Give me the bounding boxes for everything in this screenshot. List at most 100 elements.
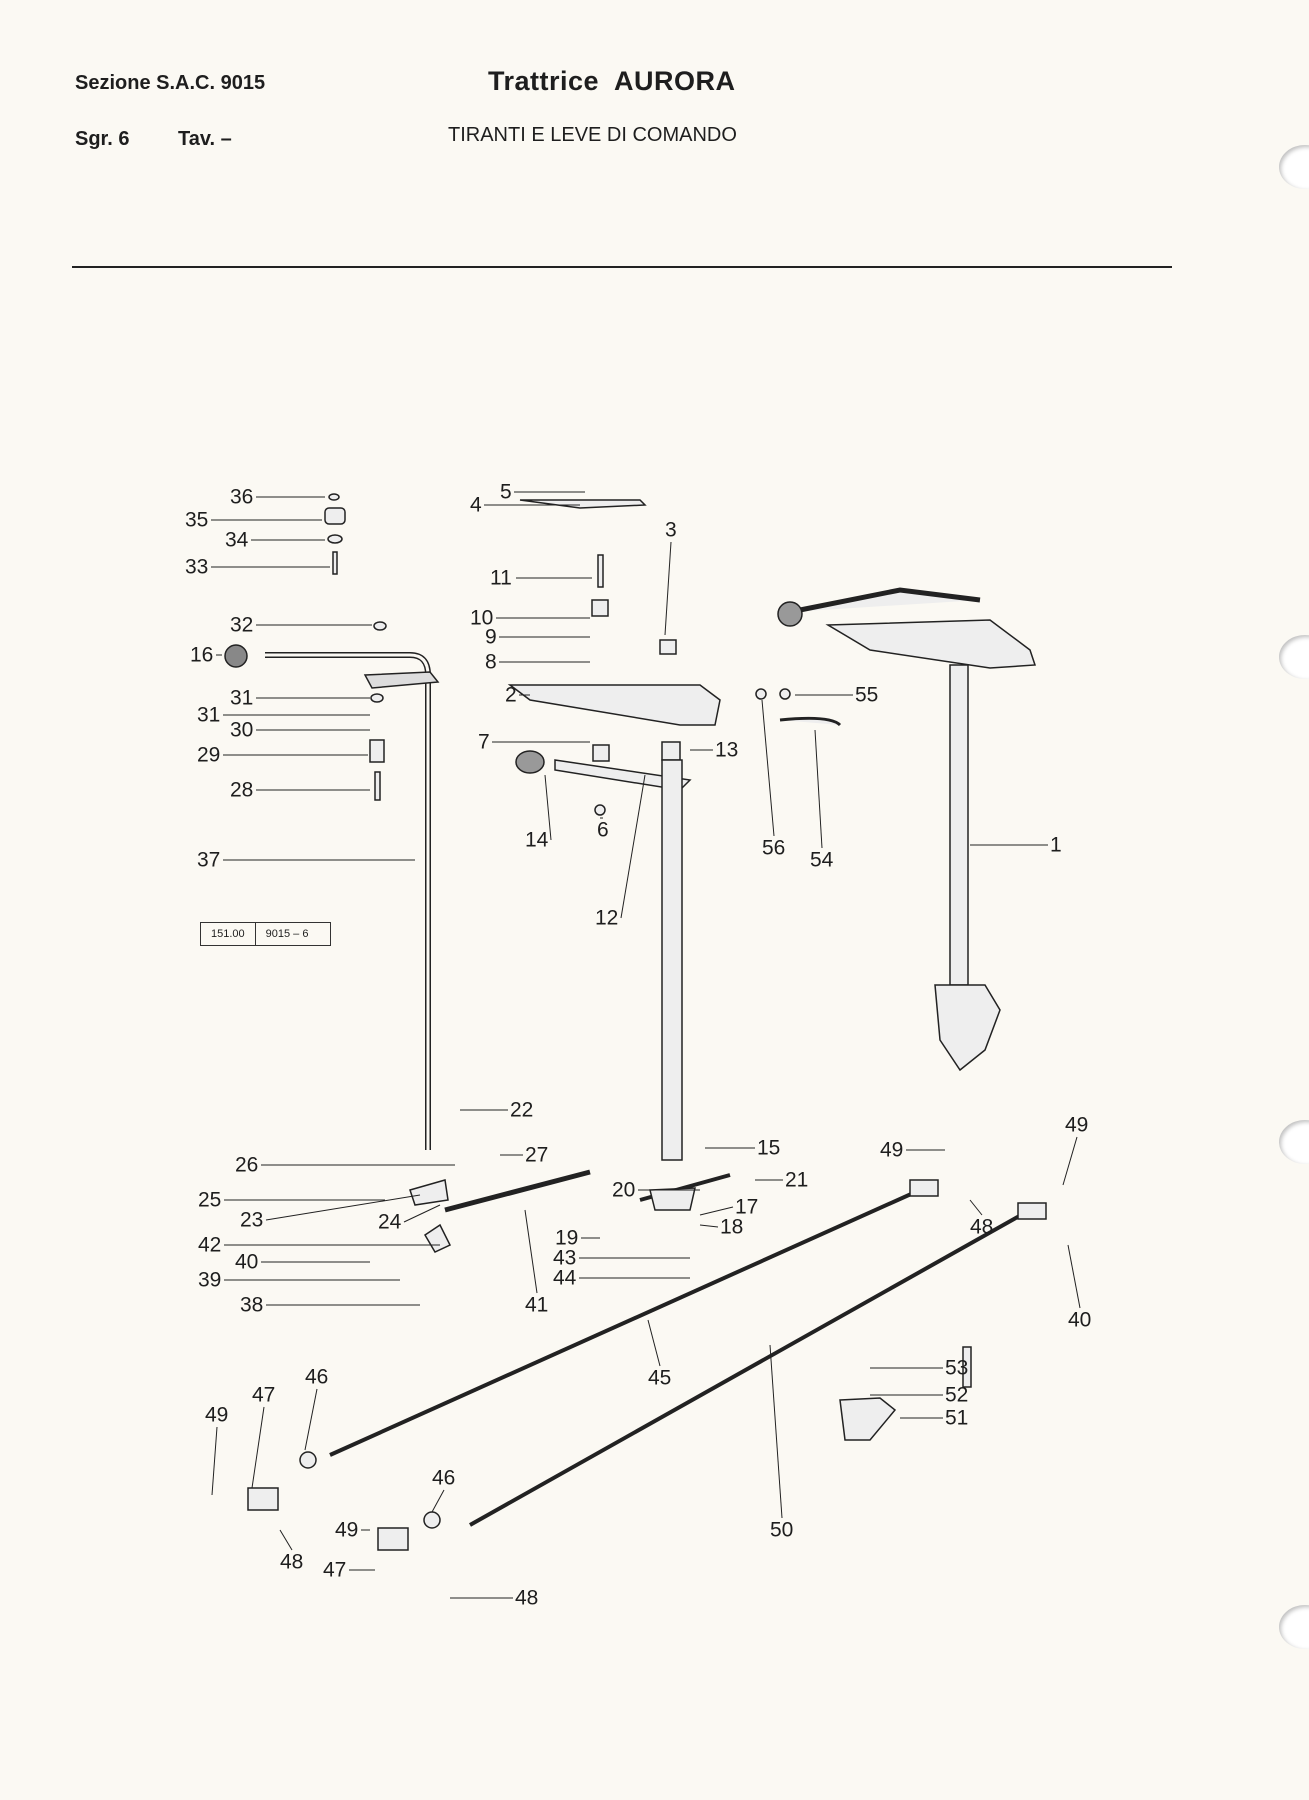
callout-53: 53	[945, 1356, 969, 1380]
callout-7: 7	[478, 730, 490, 754]
callout-24: 24	[378, 1210, 402, 1234]
table-label: Tav. –	[178, 128, 232, 150]
leader-line-54	[814, 729, 823, 849]
callout-18: 18	[720, 1215, 744, 1239]
callout-22: 22	[510, 1098, 534, 1122]
knob-16	[224, 644, 248, 668]
callout-34: 34	[225, 528, 249, 552]
callout-10: 10	[470, 606, 494, 630]
callout-50: 50	[770, 1518, 794, 1542]
callout-40: 40	[1068, 1308, 1092, 1332]
callout-43: 43	[553, 1246, 577, 1270]
rod-37	[265, 652, 440, 1150]
lever-12	[507, 499, 721, 1161]
reference-box: 151.00 9015 – 6	[200, 922, 332, 946]
callout-5: 5	[500, 480, 512, 504]
callout-48: 48	[280, 1550, 304, 1574]
callout-48: 48	[515, 1586, 539, 1610]
subgroup-label: Sgr. 6	[75, 128, 130, 150]
lever-1	[755, 587, 1037, 1072]
callout-52: 52	[945, 1383, 969, 1407]
leader-line-41	[524, 1209, 538, 1294]
leader-line-40	[1067, 1244, 1081, 1309]
callout-48: 48	[970, 1215, 994, 1239]
leader-line-46	[304, 1388, 318, 1451]
leader-line-48	[279, 1529, 293, 1551]
callout-55: 55	[855, 683, 879, 707]
callout-47: 47	[323, 1558, 347, 1582]
callout-56: 56	[762, 836, 786, 860]
callout-40: 40	[235, 1250, 259, 1274]
callout-49: 49	[335, 1518, 359, 1542]
callout-49: 49	[880, 1138, 904, 1162]
section-label: Sezione S.A.C. 9015	[75, 72, 266, 94]
callout-49: 49	[205, 1403, 229, 1427]
callout-23: 23	[240, 1208, 264, 1232]
callout-54: 54	[810, 848, 834, 872]
callout-41: 41	[525, 1293, 549, 1317]
leader-line-24	[403, 1204, 441, 1223]
leader-lines	[211, 491, 1081, 1599]
leader-line-48	[969, 1199, 983, 1216]
callout-42: 42	[198, 1233, 222, 1257]
leader-line-23	[265, 1194, 421, 1221]
callout-26: 26	[235, 1153, 259, 1177]
callout-33: 33	[185, 555, 209, 579]
leader-line-3	[664, 541, 672, 636]
callout-20: 20	[612, 1178, 636, 1202]
leader-line-45	[647, 1319, 661, 1367]
callout-15: 15	[757, 1136, 781, 1160]
left-small-parts	[324, 493, 387, 801]
callout-30: 30	[230, 718, 254, 742]
callout-36: 36	[230, 485, 254, 509]
callout-39: 39	[198, 1268, 222, 1292]
callout-13: 13	[715, 738, 739, 762]
callout-38: 38	[240, 1293, 264, 1317]
callout-6: 6	[597, 818, 609, 842]
leader-line-47	[251, 1406, 265, 1489]
callout-3: 3	[665, 518, 677, 542]
callout-46: 46	[305, 1365, 329, 1389]
leader-line-12	[620, 774, 646, 919]
callout-31: 31	[230, 686, 254, 710]
leader-line-17	[699, 1206, 734, 1216]
callout-9: 9	[485, 625, 497, 649]
callout-4: 4	[470, 493, 482, 517]
page-title: Trattrice AURORA	[488, 66, 736, 96]
callout-27: 27	[525, 1143, 549, 1167]
leader-line-18	[699, 1224, 719, 1228]
callout-47: 47	[252, 1383, 276, 1407]
callout-44: 44	[553, 1266, 577, 1290]
leader-line-49	[1062, 1136, 1078, 1186]
leader-line-56	[761, 699, 775, 837]
leader-line-14	[544, 774, 552, 841]
callout-17: 17	[735, 1195, 759, 1219]
callout-29: 29	[197, 743, 221, 767]
callout-35: 35	[185, 508, 209, 532]
callout-45: 45	[648, 1366, 672, 1390]
callout-51: 51	[945, 1406, 969, 1430]
callout-37: 37	[197, 848, 221, 872]
reference-number: 9015 – 6	[254, 923, 331, 945]
leader-line-49	[211, 1426, 218, 1496]
callout-49: 49	[1065, 1113, 1089, 1137]
callout-1: 1	[1050, 833, 1062, 857]
linkages	[247, 1169, 1047, 1551]
page-subtitle: TIRANTI E LEVE DI COMANDO	[448, 124, 737, 146]
callout-31: 31	[197, 703, 221, 727]
callout-28: 28	[230, 778, 254, 802]
callout-14: 14	[525, 828, 549, 852]
callout-21: 21	[785, 1168, 809, 1192]
callout-16: 16	[190, 643, 214, 667]
callout-11: 11	[490, 566, 512, 590]
callout-25: 25	[198, 1188, 222, 1212]
callout-2: 2	[505, 683, 517, 707]
callout-8: 8	[485, 650, 497, 674]
leader-line-50	[769, 1344, 783, 1519]
callout-46: 46	[432, 1466, 456, 1490]
callout-19: 19	[555, 1226, 579, 1250]
callout-12: 12	[595, 906, 619, 930]
reference-code: 151.00	[211, 928, 245, 940]
callout-32: 32	[230, 613, 254, 637]
